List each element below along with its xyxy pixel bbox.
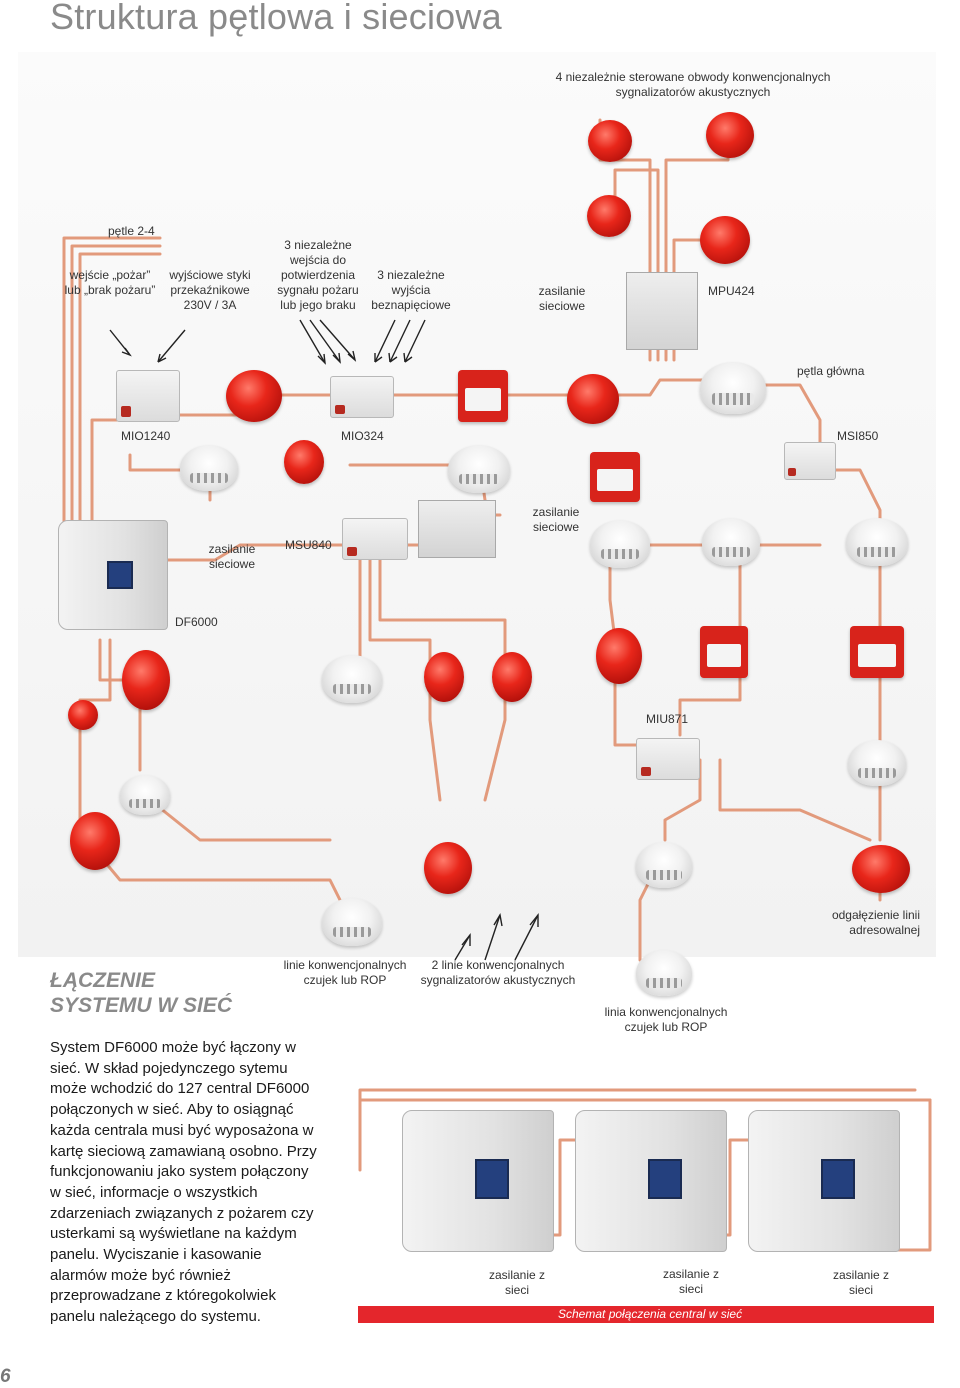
smoke-detector xyxy=(636,950,692,996)
smoke-detector xyxy=(120,775,170,815)
panel-display xyxy=(475,1159,509,1199)
msu840-label: MSU840 xyxy=(285,538,332,552)
voltage-free-outputs-label: 3 niezależne wyjścia beznapięciowe xyxy=(371,268,451,312)
network-panel-a xyxy=(402,1110,554,1252)
mains-label-mid: zasilanie sieciowe xyxy=(532,505,580,534)
main-loop-label: pętla główna xyxy=(797,364,865,378)
relay-outputs-label: wyjściowe styki przekaźnikowe 230V / 3A xyxy=(169,268,251,312)
sounder xyxy=(424,652,464,702)
smoke-detector xyxy=(448,445,510,493)
mains-label-b: zasilanie z sieci xyxy=(662,1267,720,1296)
df6000-panel xyxy=(58,520,168,630)
msu840-module xyxy=(342,518,408,560)
mains-label-top: zasilanie sieciowe xyxy=(538,284,586,313)
sounder xyxy=(588,120,632,162)
smoke-detector xyxy=(700,362,766,414)
smoke-detector xyxy=(322,655,382,703)
smoke-detector xyxy=(180,445,238,491)
network-panel-b xyxy=(575,1110,727,1252)
network-caption: Schemat połączenia central w sieć xyxy=(558,1307,743,1321)
conv-detector-lines-label: linie konwencjonalnych czujek lub ROP xyxy=(283,958,407,987)
call-point xyxy=(850,626,904,678)
smoke-detector xyxy=(702,518,760,566)
sounder xyxy=(706,112,754,158)
mio1240-module xyxy=(116,370,180,422)
msi850-label: MSI850 xyxy=(837,429,879,443)
section-heading-line1: ŁĄCZENIE xyxy=(50,969,155,992)
mio324-label: MIO324 xyxy=(341,429,384,443)
network-panel-c xyxy=(748,1110,900,1252)
mains-label-a: zasilanie z sieci xyxy=(488,1268,546,1297)
sounder xyxy=(226,370,282,422)
section-heading-line2: SYSTEMU W SIEĆ xyxy=(50,994,233,1017)
call-point xyxy=(700,626,748,678)
msi850-module xyxy=(784,442,836,480)
smoke-detector xyxy=(848,740,906,786)
miu871-module xyxy=(636,738,700,780)
mio324-module xyxy=(330,376,394,418)
mains-label-c: zasilanie z sieci xyxy=(832,1268,890,1297)
sounder xyxy=(700,216,750,264)
loops-label: pętle 2-4 xyxy=(108,224,155,238)
branch-label: odgałęzienie linii adresowalnej xyxy=(831,908,920,937)
smoke-detector xyxy=(636,842,692,888)
mpu424-unit xyxy=(626,272,698,350)
section-heading: ŁĄCZENIE SYSTEMU W SIEĆ xyxy=(50,968,232,1018)
panel-display xyxy=(648,1159,682,1199)
sounder xyxy=(70,812,120,870)
sounder xyxy=(852,845,910,893)
input-fire-label: wejście „pożar” lub „brak pożaru” xyxy=(64,268,156,297)
panel-display xyxy=(821,1159,855,1199)
sounder xyxy=(587,195,631,237)
mio1240-label: MIO1240 xyxy=(121,429,171,443)
smoke-detector xyxy=(322,898,382,946)
call-point xyxy=(590,452,640,502)
sounder xyxy=(284,440,324,484)
page-title: Struktura pętlowa i sieciowa xyxy=(50,0,502,37)
mpu424-label: MPU424 xyxy=(708,284,755,298)
panel-display xyxy=(107,561,133,589)
section-body: System DF6000 może być łączony w sieć. W… xyxy=(50,1039,317,1326)
smoke-detector xyxy=(846,518,908,566)
confirm-inputs-label: 3 niezależne wejścia do potwierdzenia sy… xyxy=(277,238,359,312)
page-number: 6 xyxy=(0,1366,11,1387)
sounder xyxy=(424,842,472,894)
sounder xyxy=(596,628,642,684)
sounder xyxy=(492,652,532,702)
smoke-detector xyxy=(590,520,650,568)
call-point xyxy=(458,370,508,422)
df6000-label: DF6000 xyxy=(175,615,218,629)
conv-detector-line-label: linia konwencjonalnych czujek lub ROP xyxy=(604,1005,728,1034)
conv-sounder-lines-label: 2 linie konwencjonalnych sygnalizatorów … xyxy=(420,958,576,987)
mains-label-left: zasilanie sieciowe xyxy=(208,542,256,571)
miu871-label: MIU871 xyxy=(646,712,689,726)
power-supply-unit xyxy=(418,500,496,558)
sounder xyxy=(68,700,98,730)
network-caption-bar: Schemat połączenia central w sieć xyxy=(358,1306,934,1323)
sounder xyxy=(122,650,170,710)
sounder-circuits-label: 4 niezależnie sterowane obwody konwencjo… xyxy=(555,70,831,99)
sounder xyxy=(567,374,619,424)
